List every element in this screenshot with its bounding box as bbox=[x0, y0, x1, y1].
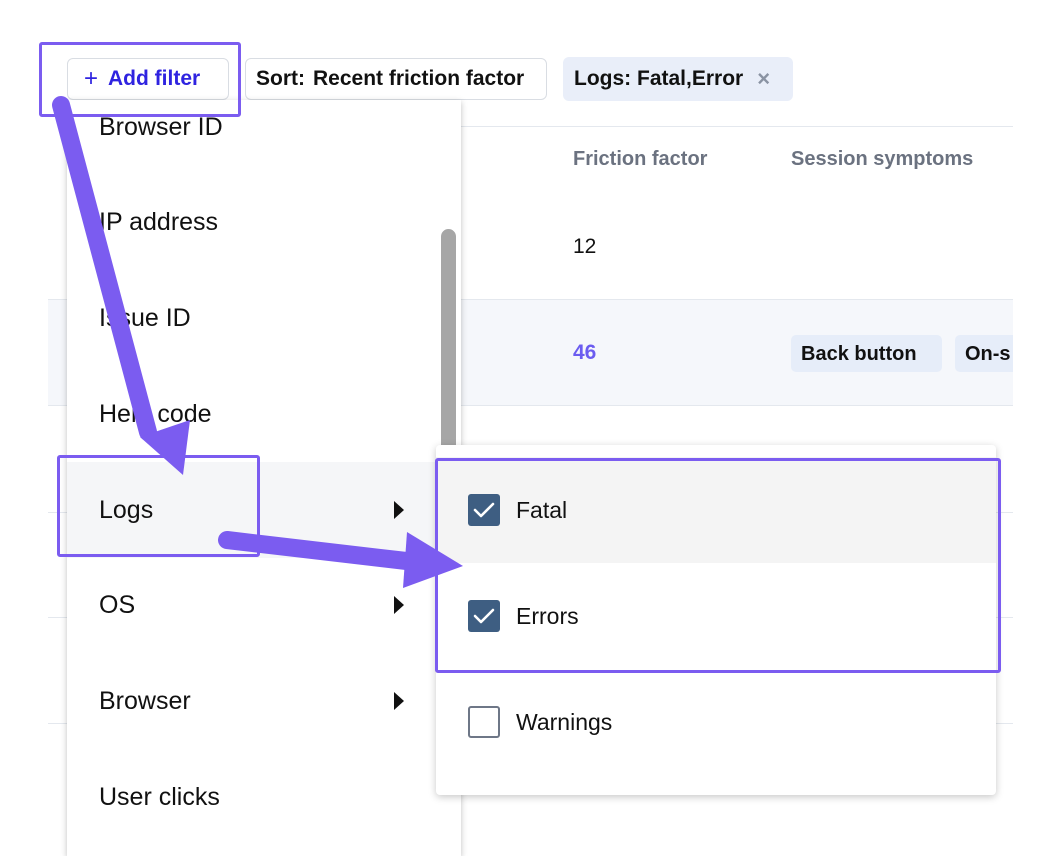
filter-chip-label: Logs: Fatal,Error bbox=[574, 67, 744, 90]
menu-item-label: User clicks bbox=[99, 782, 220, 811]
table-divider bbox=[461, 126, 1013, 127]
menu-item-help-code[interactable]: Help code bbox=[67, 366, 447, 462]
menu-item-browser[interactable]: Browser bbox=[67, 653, 447, 749]
plus-icon: + bbox=[84, 65, 99, 92]
friction-factor-value[interactable]: 46 bbox=[573, 341, 597, 364]
menu-scrollbar[interactable] bbox=[441, 229, 456, 464]
symptom-tag: On-s bbox=[955, 335, 1013, 372]
friction-factor-value: 12 bbox=[573, 235, 597, 258]
menu-item-label: IP address bbox=[99, 207, 219, 236]
menu-item-ip-address[interactable]: IP address bbox=[67, 174, 447, 270]
menu-item-issue-id[interactable]: Issue ID bbox=[67, 270, 447, 366]
log-option-fatal[interactable]: Fatal bbox=[436, 457, 996, 563]
log-option-warnings[interactable]: Warnings bbox=[436, 669, 996, 775]
checkbox-unchecked-icon[interactable] bbox=[468, 706, 500, 738]
checkbox-checked-icon[interactable] bbox=[468, 494, 500, 526]
table-divider bbox=[48, 617, 68, 618]
menu-item-label: OS bbox=[99, 590, 136, 619]
sort-prefix: Sort: bbox=[256, 67, 305, 90]
chevron-right-icon bbox=[394, 692, 404, 710]
menu-item-logs[interactable]: Logs bbox=[67, 462, 447, 558]
sort-button[interactable]: Sort: Recent friction factor bbox=[245, 58, 547, 100]
filter-menu[interactable]: Browser ID IP address Issue ID Help code… bbox=[67, 100, 461, 856]
table-divider bbox=[996, 617, 1013, 618]
menu-item-os[interactable]: OS bbox=[67, 557, 447, 653]
menu-item-browser-id[interactable]: Browser ID bbox=[67, 100, 447, 175]
menu-item-label: Help code bbox=[99, 399, 212, 428]
table-divider bbox=[48, 405, 1013, 406]
active-filter-chip[interactable]: Logs: Fatal,Error × bbox=[563, 57, 793, 101]
add-filter-button[interactable]: + Add filter bbox=[67, 58, 229, 100]
log-option-label: Errors bbox=[516, 602, 579, 629]
add-filter-label: Add filter bbox=[108, 67, 201, 90]
menu-item-label: Issue ID bbox=[99, 303, 191, 332]
log-option-label: Warnings bbox=[516, 708, 613, 735]
column-header-session-symptoms[interactable]: Session symptoms bbox=[791, 148, 974, 170]
logs-submenu[interactable]: Fatal Errors Warnings bbox=[436, 445, 996, 795]
table-divider bbox=[48, 723, 68, 724]
checkbox-checked-icon[interactable] bbox=[468, 600, 500, 632]
chevron-right-icon bbox=[394, 596, 404, 614]
menu-item-label: Logs bbox=[99, 495, 154, 524]
table-divider bbox=[996, 723, 1013, 724]
log-option-label: Fatal bbox=[516, 496, 568, 523]
table-divider bbox=[48, 299, 1013, 300]
symptom-tag: Back button bbox=[791, 335, 942, 372]
menu-item-label: Browser ID bbox=[99, 112, 223, 141]
table-divider bbox=[996, 512, 1013, 513]
table-divider bbox=[48, 512, 68, 513]
sort-value: Recent friction factor bbox=[313, 67, 525, 90]
menu-item-user-clicks[interactable]: User clicks bbox=[67, 749, 447, 845]
close-icon[interactable]: × bbox=[757, 66, 771, 91]
column-header-friction-factor[interactable]: Friction factor bbox=[573, 148, 708, 170]
log-option-errors[interactable]: Errors bbox=[436, 563, 996, 669]
chevron-right-icon bbox=[394, 501, 404, 519]
menu-item-label: Browser bbox=[99, 686, 191, 715]
